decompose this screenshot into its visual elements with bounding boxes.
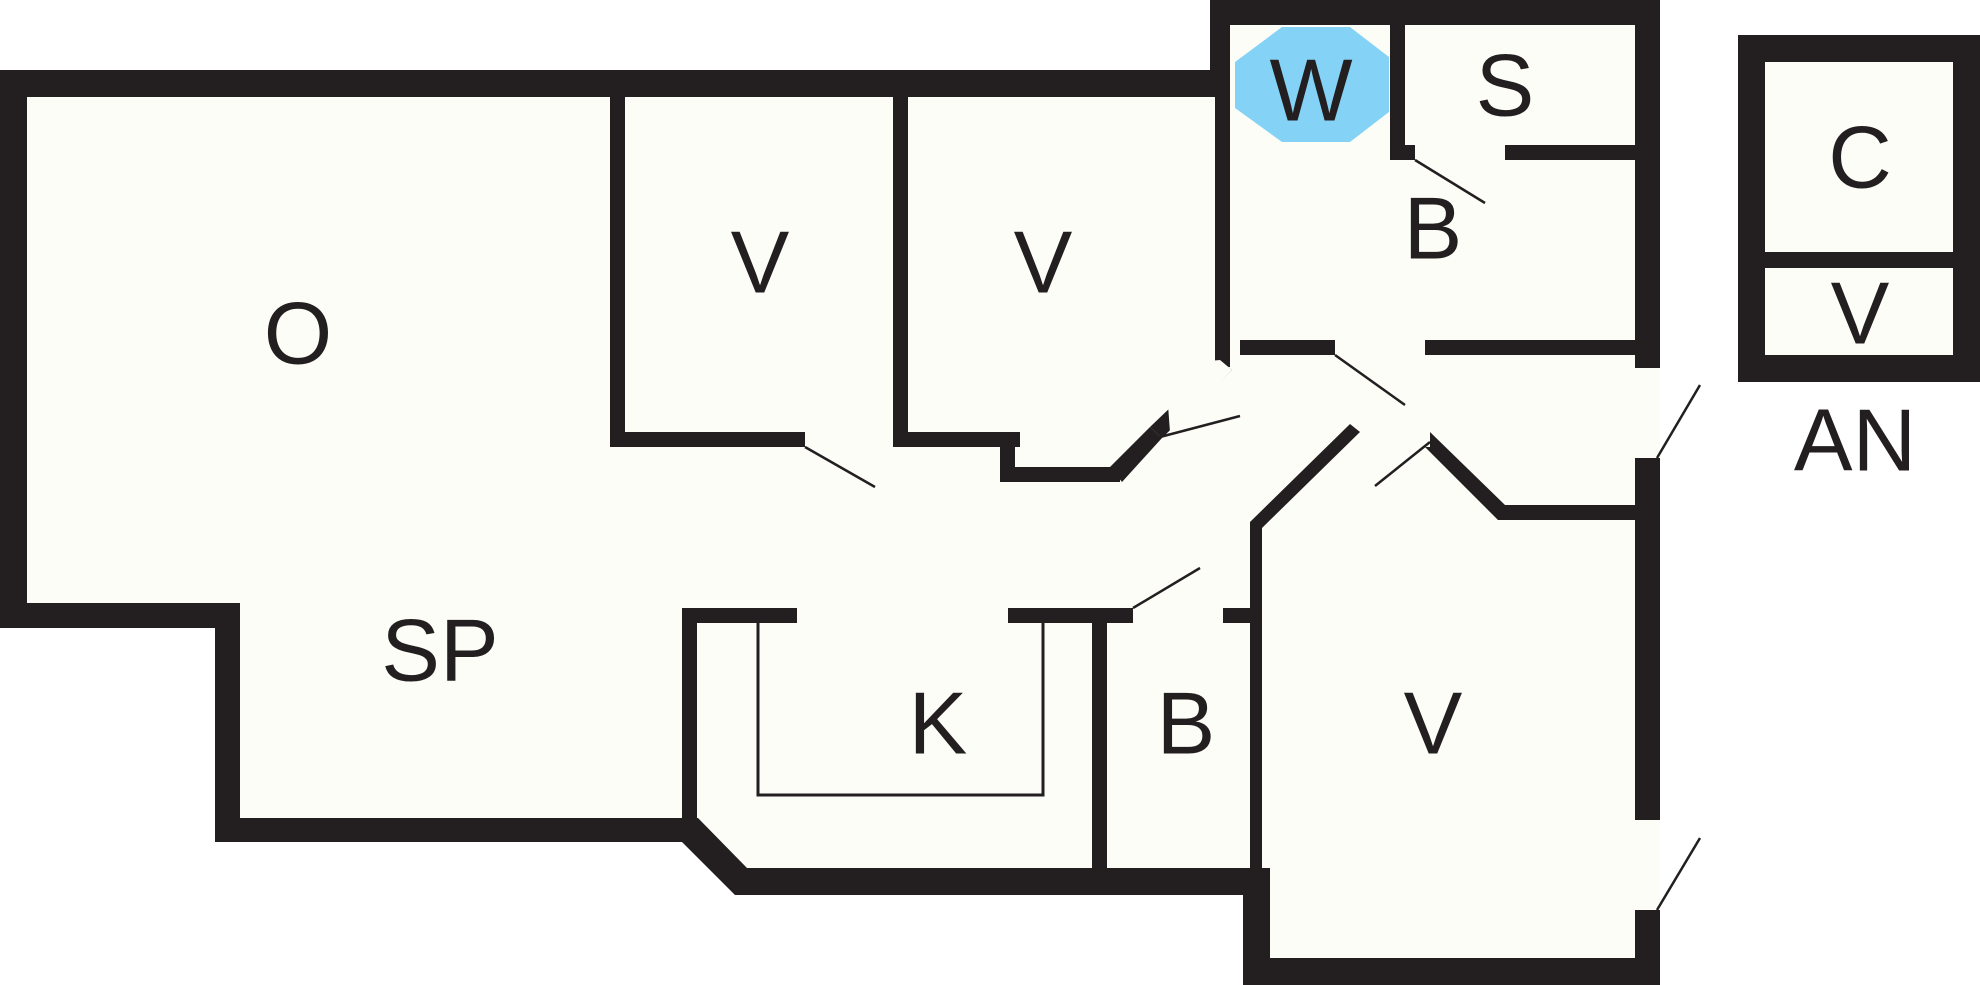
washer-highlight <box>1235 27 1389 142</box>
doors <box>804 145 1702 911</box>
room-label-annex-c: C <box>1828 108 1892 207</box>
room-label-living: O <box>264 284 332 383</box>
annex-walls <box>1738 35 1980 382</box>
kitchen-counter <box>756 623 1045 797</box>
room-label-bath-lower: B <box>1157 674 1216 773</box>
room-label-annex-v: V <box>1831 264 1890 363</box>
annex-label: AN <box>1794 391 1916 490</box>
room-label-bedroom-2: V <box>1014 213 1073 312</box>
room-label-dining: SP <box>381 601 498 700</box>
room-label-kitchen: K <box>909 674 968 773</box>
house-walls <box>0 0 1660 985</box>
room-label-bath-upper: B <box>1404 179 1463 278</box>
room-label-bedroom-3: V <box>1404 674 1463 773</box>
room-label-bedroom-1: V <box>731 213 790 312</box>
room-label-washer: W <box>1269 41 1352 140</box>
room-label-sauna: S <box>1476 36 1535 135</box>
